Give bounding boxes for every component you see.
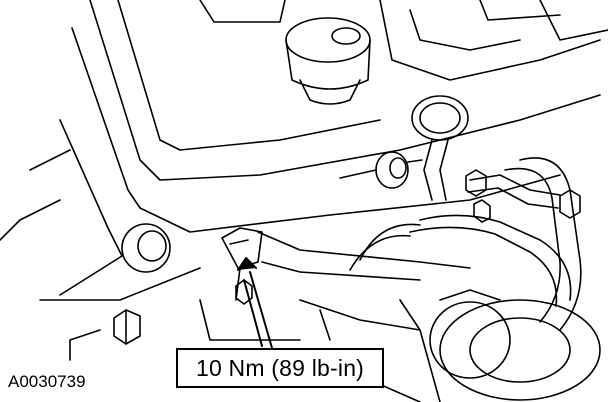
tubes-and-hoses bbox=[349, 157, 582, 331]
torque-callout-box: 10 Nm (89 lb-in) bbox=[176, 348, 384, 388]
engine-contours bbox=[0, 149, 441, 402]
small-bolts bbox=[235, 169, 581, 305]
bottom-left-bolt bbox=[69, 309, 141, 361]
bracket-clip bbox=[221, 227, 471, 301]
upper-cylinder-cap bbox=[285, 17, 371, 105]
engine-block bbox=[39, 0, 608, 301]
dipstick-ring-handle bbox=[411, 95, 469, 201]
figure-id-label: A0030739 bbox=[8, 372, 86, 391]
callout-arrow bbox=[237, 257, 273, 349]
right-boss bbox=[339, 151, 423, 189]
left-boss bbox=[121, 223, 171, 273]
torque-label: 10 Nm (89 lb-in) bbox=[195, 354, 365, 381]
lower-pulley bbox=[429, 289, 601, 401]
